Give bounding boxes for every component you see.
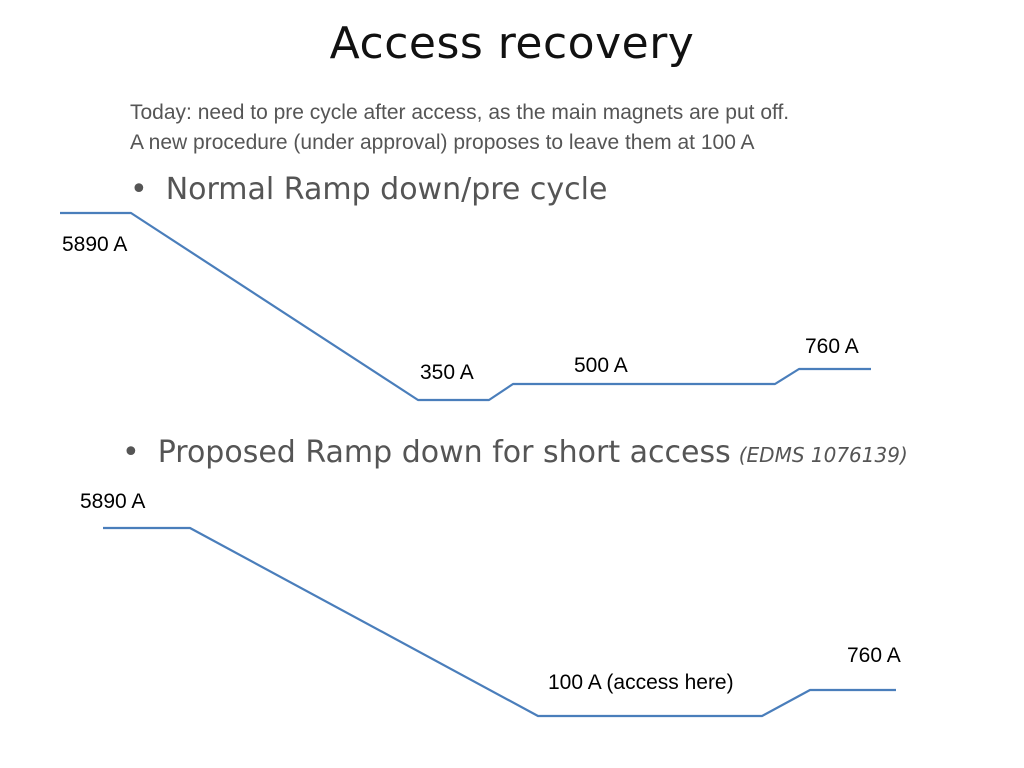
intro-line-2: A new procedure (under approval) propose…	[130, 131, 755, 154]
bullet-normal-ramp-text: Normal Ramp down/pre cycle	[165, 172, 608, 207]
proposed-level-760: 760 A	[847, 644, 901, 667]
intro-text: Today: need to pre cycle after access, a…	[130, 98, 789, 158]
proposed-ramp-trace	[103, 526, 896, 718]
edms-reference: (EDMS 1076139)	[738, 443, 908, 467]
normal-level-500: 500 A	[574, 354, 628, 377]
normal-level-760: 760 A	[805, 335, 859, 358]
bullet-proposed-ramp: • Proposed Ramp down for short access (EDM…	[122, 435, 908, 470]
bullet-proposed-ramp-text: Proposed Ramp down for short access	[157, 435, 731, 470]
bullet-dot-icon: •	[122, 435, 140, 470]
proposed-level-100-access: 100 A (access here)	[548, 671, 734, 694]
normal-level-350: 350 A	[420, 361, 474, 384]
bullet-normal-ramp: • Normal Ramp down/pre cycle	[130, 172, 607, 207]
normal-ramp-trace	[60, 211, 871, 402]
slide-title: Access recovery	[329, 18, 695, 69]
bullet-dot-icon: •	[130, 172, 148, 207]
normal-level-5890: 5890 A	[62, 233, 127, 256]
proposed-level-5890: 5890 A	[80, 490, 145, 513]
intro-line-1: Today: need to pre cycle after access, a…	[130, 101, 790, 124]
